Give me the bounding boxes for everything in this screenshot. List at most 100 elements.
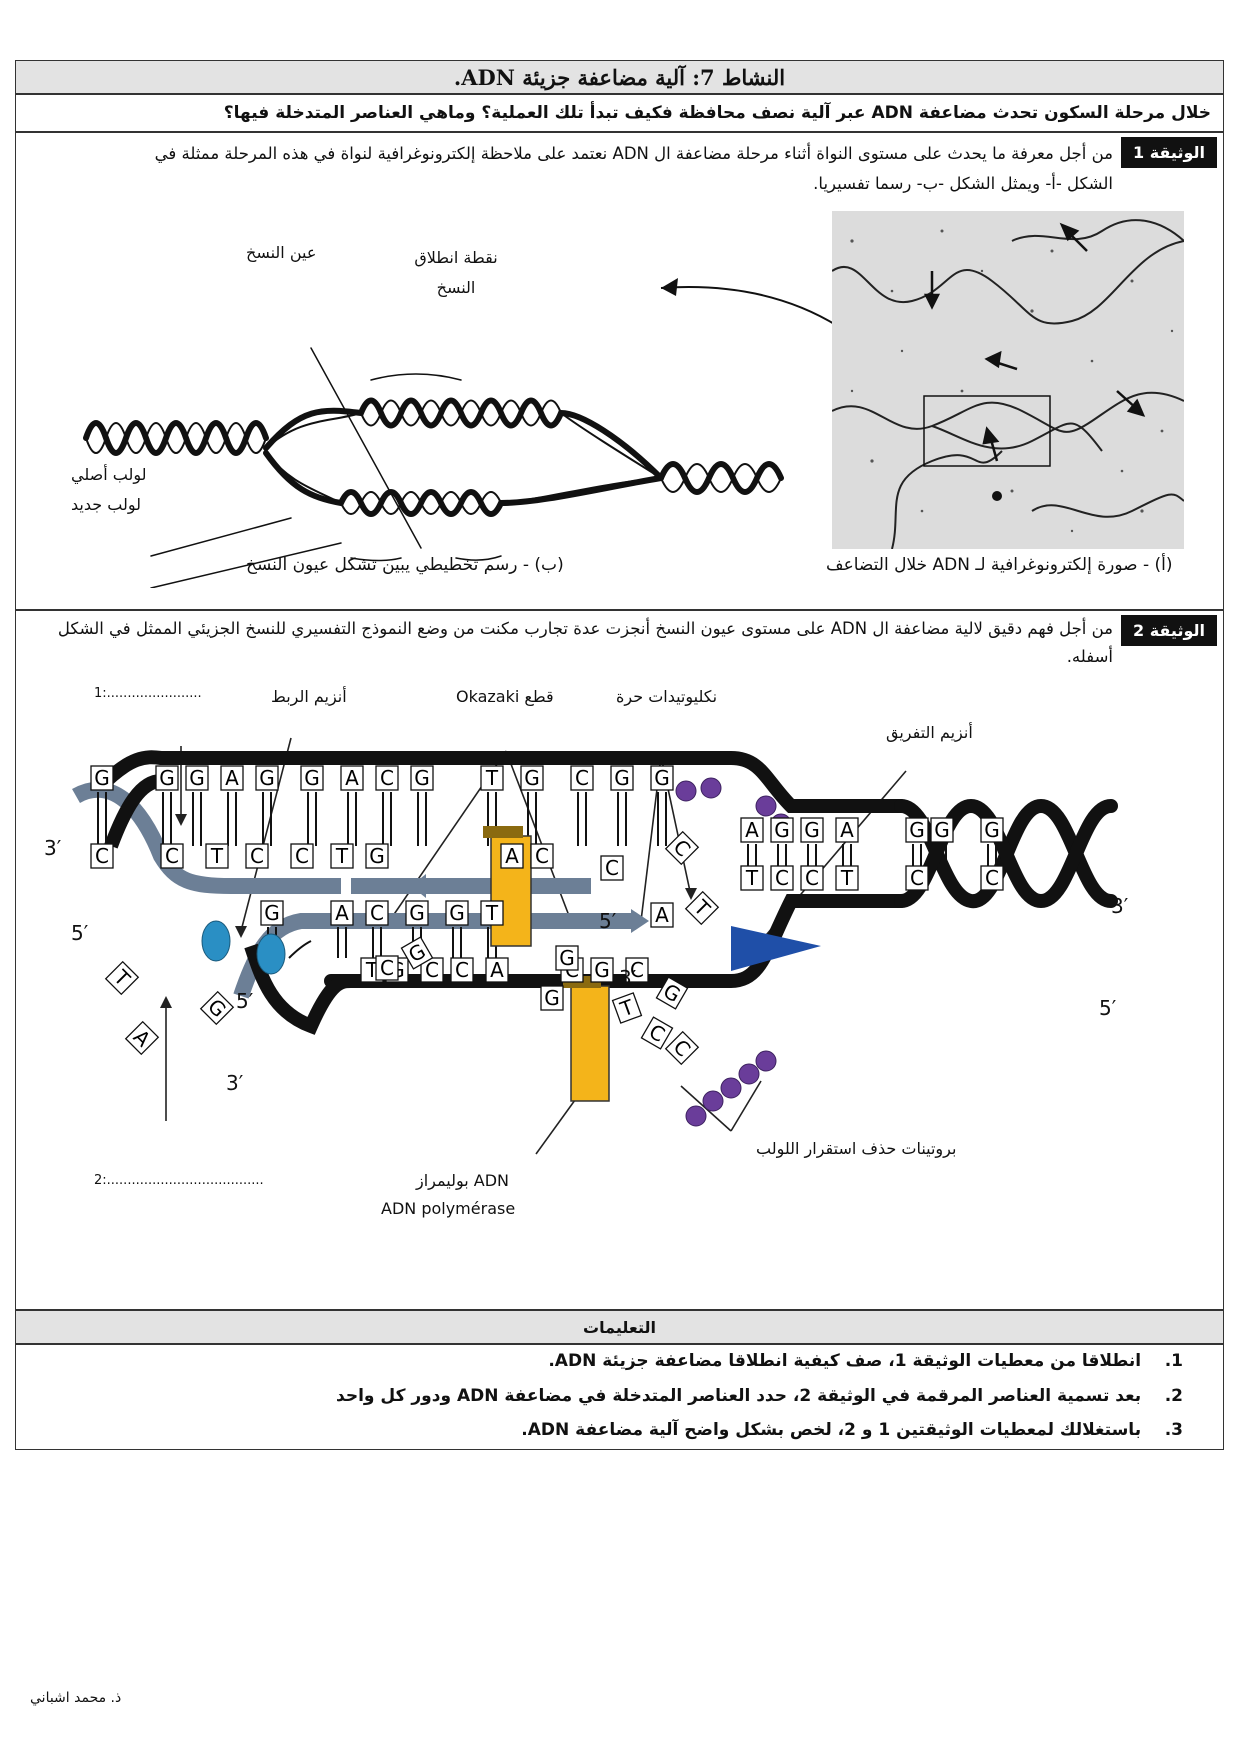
free-nucleotide-letter: A bbox=[655, 903, 669, 927]
base-lower-template-letter: C bbox=[455, 958, 469, 982]
base-top-template-letter: G bbox=[189, 766, 205, 790]
instruction-1-text: انطلاقا من معطيات الوثيقة 1، صف كيفية ان… bbox=[548, 1351, 1142, 1371]
end-top-left: 3′ bbox=[44, 836, 62, 860]
free-nucleotide-letter: C bbox=[669, 835, 696, 862]
free-nucleotide: G bbox=[555, 945, 579, 971]
base-top-template: G bbox=[610, 765, 634, 791]
label-ligase: أنزيم الربط bbox=[271, 687, 347, 706]
base-top-template: T bbox=[480, 765, 504, 791]
base-lagging: C bbox=[530, 843, 554, 869]
document-1-text-line1: من أجل معرفة ما يحدث على مستوى النواة أث… bbox=[154, 144, 1113, 163]
base-right-top: A bbox=[740, 817, 764, 843]
base-lagging: T bbox=[330, 843, 354, 869]
base-top-template: G bbox=[155, 765, 179, 791]
base-right-top: G bbox=[800, 817, 824, 843]
base-lower-template: C bbox=[625, 957, 649, 983]
base-lower-new: G bbox=[260, 900, 284, 926]
document-2-text-line2: أسفله. bbox=[1066, 647, 1113, 666]
base-top-template-letter: G bbox=[414, 766, 430, 790]
base-lower-new-letter: A bbox=[335, 901, 349, 925]
base-right-top: G bbox=[770, 817, 794, 843]
base-top-template: A bbox=[220, 765, 244, 791]
free-nucleotide-letter: C bbox=[605, 856, 619, 880]
base-lower-new-letter: G bbox=[409, 901, 425, 925]
base-right-bottom-letter: T bbox=[840, 866, 854, 890]
base-right-top-letter: A bbox=[745, 818, 759, 842]
base-top-template: G bbox=[90, 765, 114, 791]
base-right-top: G bbox=[930, 817, 954, 843]
free-nucleotide-letter: G bbox=[544, 986, 560, 1010]
instruction-3-text: باستغلالك لمعطيات الوثيقتين 1 و 2، لخص ب… bbox=[521, 1420, 1142, 1440]
label-ssb-proteins: بروتينات حذف استقرار اللولب bbox=[756, 1139, 957, 1158]
guiding-question-bar: خلال مرحلة السكون تحدث مضاعفة ADN عبر آل… bbox=[15, 94, 1224, 132]
base-top-template-letter: G bbox=[259, 766, 275, 790]
base-lagging-letter: C bbox=[250, 844, 264, 868]
caption-figure-a: (أ) - صورة إلكترونوغرافية لـ ADN خلال ال… bbox=[826, 555, 1173, 575]
base-right-top-letter: A bbox=[840, 818, 854, 842]
base-right-top-letter: G bbox=[774, 818, 790, 842]
instruction-1-num: 1. bbox=[1164, 1351, 1183, 1371]
free-nucleotide: C bbox=[640, 1016, 674, 1050]
free-nucleotide: C bbox=[375, 955, 399, 981]
base-lagging-letter: T bbox=[335, 844, 349, 868]
base-lagging-letter: T bbox=[210, 844, 224, 868]
guiding-question: خلال مرحلة السكون تحدث مضاعفة ADN عبر آل… bbox=[223, 103, 1211, 123]
base-lower-new: A bbox=[330, 900, 354, 926]
end-right-bottom: 5′ bbox=[1099, 996, 1117, 1020]
base-top-template-letter: G bbox=[524, 766, 540, 790]
free-nucleotide: G bbox=[199, 990, 235, 1026]
free-nucleotide-letter: G bbox=[559, 946, 575, 970]
caption-figure-b: (ب) - رسم تخطيطي يبين تشكل عيون النسخ bbox=[246, 555, 564, 575]
label-free-nucleotides: نكليوتيدات حرة bbox=[616, 687, 718, 706]
base-right-top-letter: G bbox=[984, 818, 1000, 842]
instructions-title: التعليمات bbox=[583, 1318, 656, 1337]
base-top-template: G bbox=[650, 765, 674, 791]
free-nucleotide: G bbox=[540, 985, 564, 1011]
base-lower-new-letter: G bbox=[449, 901, 465, 925]
base-lagging: C bbox=[160, 843, 184, 869]
base-right-bottom: T bbox=[835, 865, 859, 891]
document-2-badge: الوثيقة 2 bbox=[1121, 615, 1217, 646]
free-nucleotide: T bbox=[611, 992, 643, 1024]
base-top-template-letter: G bbox=[159, 766, 175, 790]
base-lower-template-letter: C bbox=[630, 958, 644, 982]
base-top-template: A bbox=[340, 765, 364, 791]
base-top-template-letter: A bbox=[345, 766, 359, 790]
document-1: الوثيقة 1 من أجل معرفة ما يحدث على مستوى… bbox=[15, 132, 1224, 610]
label-polymerase-ar: ADN بوليمراز bbox=[416, 1171, 509, 1190]
base-top-template-letter: G bbox=[304, 766, 320, 790]
free-nucleotide-letter: G bbox=[203, 994, 231, 1022]
label-replication-eye: عين النسخ bbox=[246, 243, 317, 262]
free-nucleotide-letter: A bbox=[129, 1025, 156, 1052]
base-right-bottom: T bbox=[740, 865, 764, 891]
free-nucleotide: A bbox=[124, 1020, 160, 1056]
base-right-bottom: C bbox=[770, 865, 794, 891]
base-lagging-letter: C bbox=[165, 844, 179, 868]
instruction-2-num: 2. bbox=[1164, 1386, 1183, 1406]
label-new-strand: لولب جديد bbox=[71, 495, 141, 514]
base-top-template-letter: C bbox=[575, 766, 589, 790]
base-lower-new: G bbox=[405, 900, 429, 926]
base-right-bottom: C bbox=[980, 865, 1004, 891]
base-lagging-letter: C bbox=[535, 844, 549, 868]
document-2: الوثيقة 2 من أجل فهم دقيق لالية مضاعفة ا… bbox=[15, 610, 1224, 1310]
label-blank-1: 1:....................... bbox=[94, 686, 202, 701]
base-right-top: G bbox=[905, 817, 929, 843]
base-lower-template-letter: A bbox=[490, 958, 504, 982]
instruction-2-text: بعد تسمية العناصر المرقمة في الوثيقة 2، … bbox=[336, 1386, 1142, 1406]
base-top-template: G bbox=[520, 765, 544, 791]
footer-author: ذ. محمد اشباني bbox=[30, 1690, 122, 1706]
document-1-text-line2: الشكل -أ- ويمثل الشكل -ب- رسما تفسيريا. bbox=[813, 174, 1113, 193]
label-blank-2: 2:...................................... bbox=[94, 1173, 264, 1188]
base-top-template-letter: C bbox=[380, 766, 394, 790]
base-lower-template: C bbox=[450, 957, 474, 983]
base-right-top-letter: G bbox=[909, 818, 925, 842]
activity-title: النشاط 7: آلية مضاعفة جزيئة ADN. bbox=[453, 65, 786, 90]
base-top-template-letter: A bbox=[225, 766, 239, 790]
base-lagging: G bbox=[365, 843, 389, 869]
base-lower-new: T bbox=[480, 900, 504, 926]
base-top-template-letter: G bbox=[614, 766, 630, 790]
base-right-bottom-letter: T bbox=[745, 866, 759, 890]
label-parental-strand: لولب أصلي bbox=[71, 465, 147, 484]
free-nucleotide: C bbox=[664, 830, 700, 866]
